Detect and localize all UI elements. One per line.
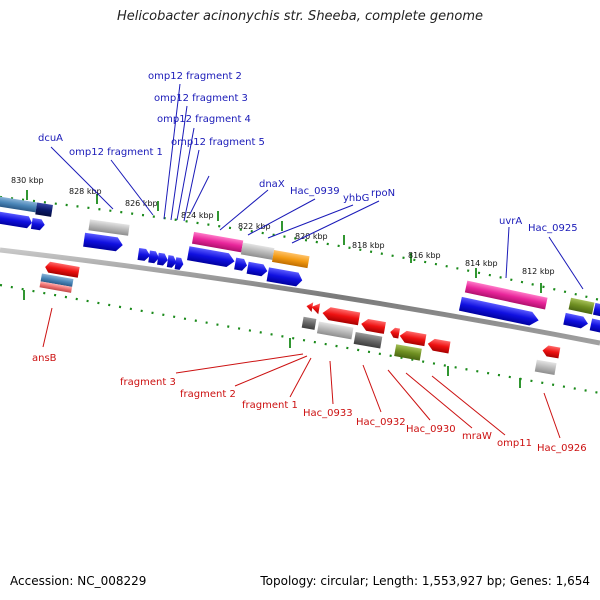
kbp-label: 822 kbp: [238, 222, 271, 231]
kbp-label: 816 kbp: [408, 251, 441, 260]
gene-feature: [174, 257, 184, 270]
kbp-label: 820 kbp: [295, 232, 328, 241]
gene-feature: [166, 255, 177, 268]
outer-tick-rail: [0, 195, 600, 302]
gene-feature: [234, 257, 247, 271]
gene-feature: [191, 231, 244, 253]
top-gene-labels: omp12 fragment 2 omp12 fragment 3 omp12 …: [38, 71, 578, 234]
bottom-leader-lines: [42, 307, 561, 439]
gene-label: dcuA: [38, 133, 63, 144]
gene-label: yhbG: [343, 193, 369, 204]
gene-feature: [137, 248, 151, 261]
gene-feature: [316, 321, 354, 340]
gene-feature: [240, 242, 275, 260]
kbp-label: 826 kbp: [125, 199, 158, 208]
kbp-scale: 830 kbp 828 kbp 826 kbp 824 kbp 822 kbp …: [11, 176, 555, 276]
gene-label: fragment 2: [180, 389, 236, 400]
kbp-label: 814 kbp: [465, 259, 498, 268]
gene-feature: [40, 273, 74, 287]
genome-backbone: [0, 247, 600, 346]
gene-feature: [322, 307, 361, 326]
gene-label: omp12 fragment 3: [154, 93, 248, 104]
gene-label: Hac_0926: [537, 443, 587, 454]
gene-feature: [0, 211, 32, 229]
gene-feature: [589, 318, 600, 335]
forward-strand-genes: [0, 196, 600, 335]
gene-label: dnaX: [259, 179, 285, 190]
gene-feature: [390, 327, 400, 339]
gene-feature: [311, 303, 321, 315]
gene-label: Hac_0939: [290, 186, 340, 197]
gene-feature: [272, 250, 310, 269]
gene-label: ansB: [32, 353, 57, 364]
gene-feature: [534, 359, 557, 376]
major-ticks: [23, 190, 542, 388]
gene-label: omp12 fragment 5: [171, 137, 265, 148]
kbp-label: 818 kbp: [352, 241, 385, 250]
gene-feature: [464, 280, 548, 310]
gene-label: rpoN: [371, 188, 395, 199]
gene-feature: [83, 232, 123, 252]
gene-label: omp11: [497, 438, 532, 449]
gene-label: mraW: [462, 431, 492, 442]
gene-feature: [45, 261, 80, 278]
kbp-label: 830 kbp: [11, 176, 44, 185]
gene-feature: [563, 312, 588, 329]
bottom-gene-labels: ansB fragment 3 fragment 2 fragment 1 Ha…: [32, 353, 587, 454]
gene-feature: [0, 196, 38, 213]
gene-label: Hac_0933: [303, 408, 353, 419]
gene-feature: [399, 330, 427, 347]
gene-feature: [88, 219, 130, 236]
gene-label: omp12 fragment 4: [157, 114, 251, 125]
gene-feature: [353, 332, 383, 349]
reverse-strand-genes: [39, 261, 561, 376]
gene-feature: [427, 338, 451, 354]
gene-label: Hac_0932: [356, 417, 406, 428]
gene-feature: [148, 250, 160, 264]
gene-feature: [246, 261, 268, 277]
gene-label: omp12 fragment 2: [148, 71, 242, 82]
gene-feature: [306, 302, 314, 313]
gene-label: Hac_0930: [406, 424, 456, 435]
genome-title: Helicobacter acinonychis str. Sheeba, co…: [116, 9, 483, 24]
gene-feature: [361, 318, 386, 334]
gene-label: Hac_0925: [528, 223, 578, 234]
gene-feature: [458, 296, 539, 326]
gene-feature: [592, 302, 600, 319]
gene-feature: [157, 252, 168, 266]
kbp-label: 824 kbp: [181, 211, 214, 220]
top-leader-lines: [50, 83, 584, 290]
gene-feature: [187, 246, 235, 268]
gene-feature: [30, 217, 45, 231]
gene-label: uvrA: [499, 216, 522, 227]
gene-feature: [266, 267, 303, 287]
accession-text: Accession: NC_008229: [10, 574, 147, 588]
kbp-label: 812 kbp: [522, 267, 555, 276]
gene-label: fragment 3: [120, 377, 176, 388]
gene-feature: [301, 316, 317, 330]
gene-label: fragment 1: [242, 400, 298, 411]
gene-feature: [35, 202, 53, 217]
gene-feature: [568, 297, 595, 315]
gene-feature: [394, 344, 422, 361]
genome-summary-text: Topology: circular; Length: 1,553,927 bp…: [260, 574, 590, 588]
gene-feature: [39, 281, 73, 293]
kbp-label: 828 kbp: [69, 187, 102, 196]
gene-feature: [542, 345, 561, 359]
gene-label: omp12 fragment 1: [69, 147, 163, 158]
